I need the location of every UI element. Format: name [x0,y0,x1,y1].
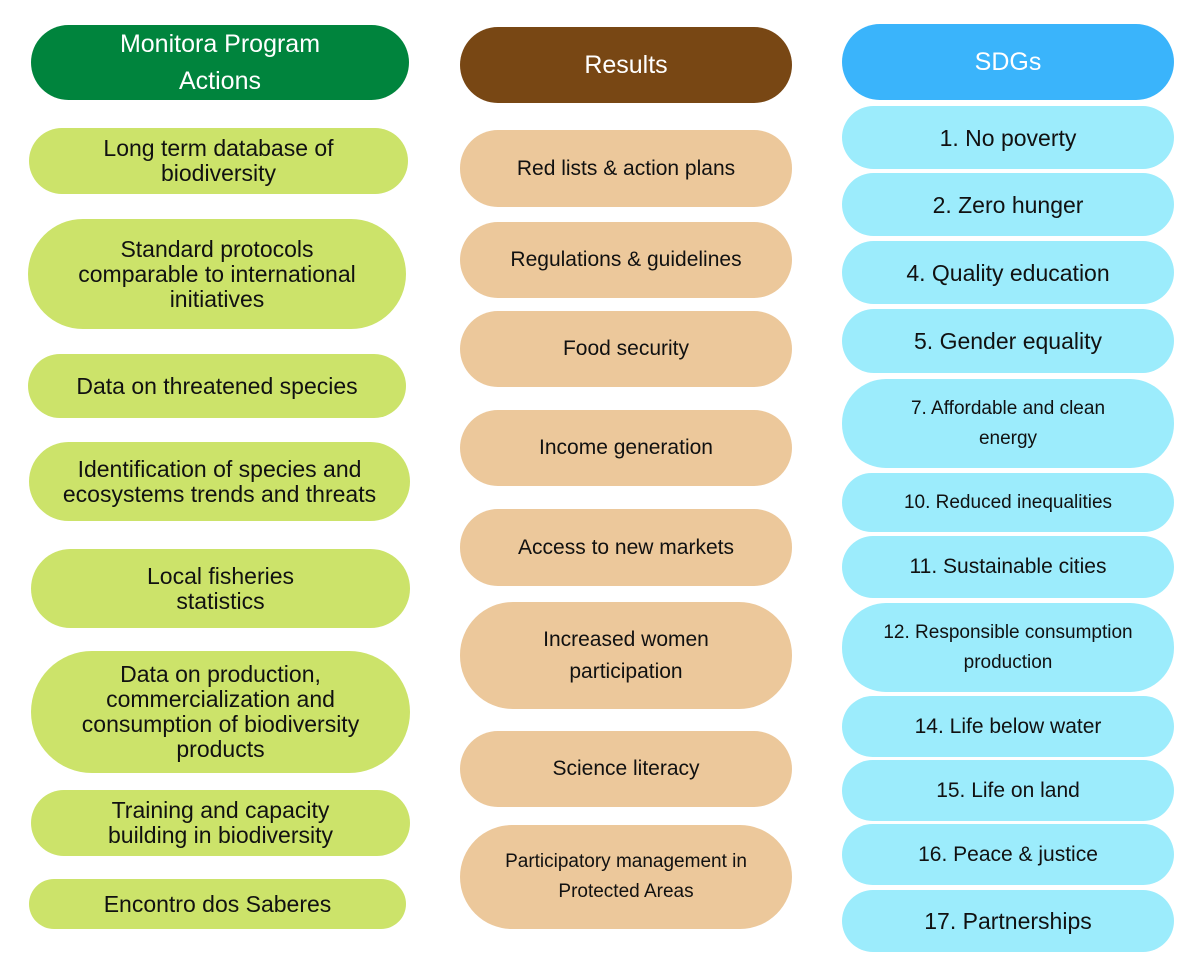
sdg-item-gender-equality: 5. Gender equality [842,309,1174,373]
result-item-new-markets: Access to new markets [460,509,792,586]
action-item-label: Identification of species and ecosystems… [62,455,377,507]
action-item-label: Encontro dos Saberes [103,890,332,917]
action-item-threatened-species: Data on threatened species [28,354,406,418]
sdgs-header: SDGs [842,24,1174,100]
sdg-item-responsible-consumption: 12. Responsible consumption production [842,603,1174,692]
action-item-training-capacity: Training and capacity building in biodiv… [31,790,410,856]
action-item-label: Data on threatened species [76,372,358,399]
action-item-biodiversity-products: Data on production, commercialization an… [31,651,410,773]
sdg-item-life-below-water: 14. Life below water [842,696,1174,757]
result-item-label: Red lists & action plans [516,156,736,180]
action-item-fisheries-statistics: Local fisheries statistics [31,549,410,628]
results-header: Results [460,27,792,103]
sdg-item-label: 10. Reduced inequalities [903,491,1113,513]
action-item-label: Local fisheries statistics [146,562,295,614]
action-item-encontro-saberes: Encontro dos Saberes [29,879,406,929]
actions-header-label: Monitora Program Actions [119,29,321,95]
sdg-item-label: 17. Partnerships [924,908,1092,934]
sdg-item-label: 2. Zero hunger [932,191,1084,218]
sdg-item-label: 5. Gender equality [914,328,1102,354]
sdg-item-label: 16. Peace & justice [918,842,1098,866]
sdg-item-label: 14. Life below water [914,714,1102,738]
sdg-item-zero-hunger: 2. Zero hunger [842,173,1174,236]
sdgs-header-label: SDGs [974,47,1042,76]
sdg-item-label: 15. Life on land [936,778,1080,802]
result-item-label: Access to new markets [518,535,734,559]
result-item-label: Participatory management in Protected Ar… [505,851,747,902]
sdg-item-label: 12. Responsible consumption production [883,621,1133,673]
result-item-red-lists: Red lists & action plans [460,130,792,207]
sdg-item-label: 4. Quality education [906,259,1110,286]
sdg-item-label: 11. Sustainable cities [909,555,1107,578]
result-item-label: Income generation [539,436,713,459]
result-item-women-participation: Increased women participation [460,602,792,709]
action-item-label: Training and capacity building in biodiv… [107,797,333,848]
action-item-label: Standard protocols comparable to interna… [78,235,356,312]
sdg-item-no-poverty: 1. No poverty [842,106,1174,169]
result-item-label: Regulations & guidelines [510,248,742,271]
sdg-item-clean-energy: 7. Affordable and clean energy [842,379,1174,468]
action-item-label: Data on production, commercialization an… [81,661,360,762]
sdg-item-quality-education: 4. Quality education [842,241,1174,304]
action-item-trends-threats: Identification of species and ecosystems… [29,442,410,521]
result-item-label: Science literacy [552,757,700,780]
action-item-label: Long term database of biodiversity [103,135,334,186]
sdg-item-reduced-inequalities: 10. Reduced inequalities [842,473,1174,532]
actions-header: Monitora Program Actions [31,25,409,100]
sdg-item-sustainable-cities: 11. Sustainable cities [842,536,1174,598]
result-item-income-generation: Income generation [460,410,792,486]
results-header-label: Results [584,50,668,79]
sdg-item-peace-justice: 16. Peace & justice [842,824,1174,885]
sdg-item-life-on-land: 15. Life on land [842,760,1174,821]
action-item-standard-protocols: Standard protocols comparable to interna… [28,219,406,329]
result-item-science-literacy: Science literacy [460,731,792,807]
result-item-regulations: Regulations & guidelines [460,222,792,298]
result-item-participatory-management: Participatory management in Protected Ar… [460,825,792,929]
action-item-long-term-database: Long term database of biodiversity [29,128,408,194]
sdg-item-label: 7. Affordable and clean energy [910,397,1106,449]
result-item-food-security: Food security [460,311,792,387]
sdg-item-partnerships: 17. Partnerships [842,890,1174,952]
sdg-item-label: 1. No poverty [939,124,1077,151]
result-item-label: Increased women participation [543,627,709,683]
result-item-label: Food security [562,337,690,360]
